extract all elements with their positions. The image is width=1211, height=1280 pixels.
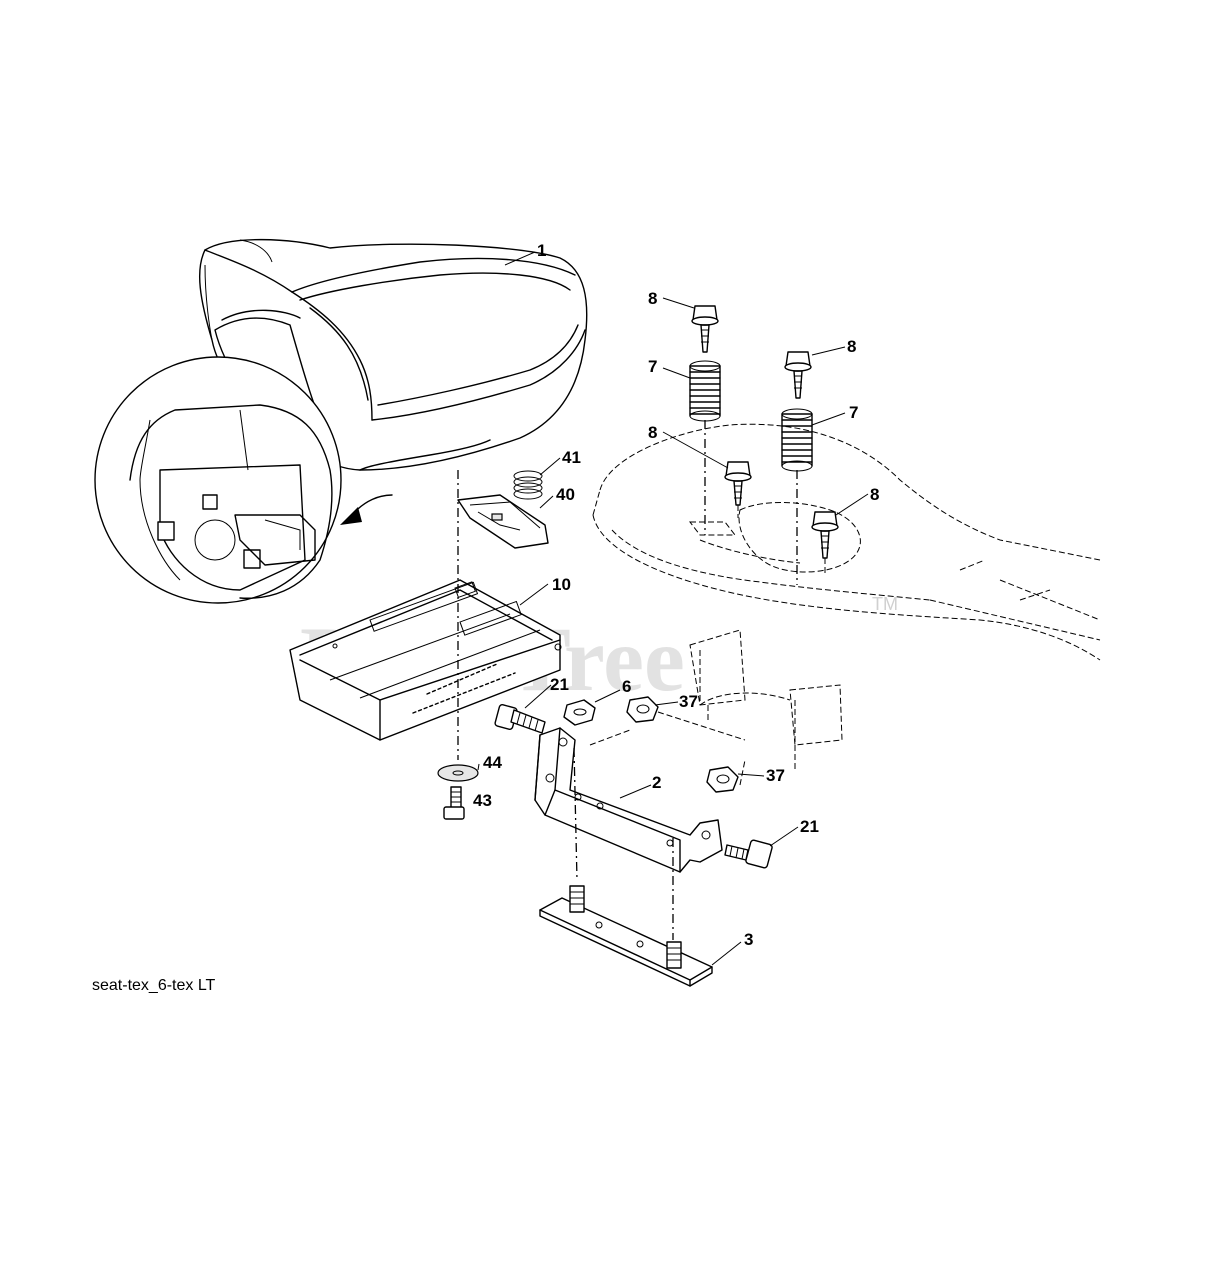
callout-bracket: 2 bbox=[652, 773, 661, 792]
callout-bolt-21-left: 21 bbox=[550, 675, 569, 694]
seat-pan bbox=[289, 579, 562, 741]
callout-nut-6: 6 bbox=[622, 677, 631, 696]
detail-magnifier bbox=[94, 356, 393, 604]
base-plate bbox=[539, 885, 713, 987]
callout-bolt-8-mid-left: 8 bbox=[648, 423, 657, 442]
diagram-caption: seat-tex_6-tex LT bbox=[92, 977, 216, 994]
callout-base-plate: 3 bbox=[744, 930, 753, 949]
leader-lines bbox=[477, 251, 869, 966]
callout-nut-37-bottom: 37 bbox=[766, 766, 785, 785]
bolt-43 bbox=[443, 786, 465, 820]
callout-bolt-21-right: 21 bbox=[800, 817, 819, 836]
nut-6 bbox=[563, 699, 596, 726]
bolt-8-mid-right bbox=[811, 511, 839, 573]
callout-bolt-8-mid-right: 8 bbox=[870, 485, 879, 504]
spring-7-right bbox=[781, 408, 813, 472]
watermark-trademark: TM bbox=[872, 594, 898, 614]
callout-bolt-8-top-left: 8 bbox=[648, 289, 657, 308]
callout-seat-pan: 10 bbox=[552, 575, 571, 594]
plate-axis-left bbox=[573, 747, 578, 881]
spring-41 bbox=[513, 470, 543, 500]
bolt-8-mid-left bbox=[724, 461, 752, 518]
callout-spring-41: 41 bbox=[562, 448, 581, 467]
clip-40 bbox=[457, 494, 549, 549]
spring-7-left bbox=[689, 360, 721, 422]
bolt-8-top-right bbox=[784, 351, 812, 399]
callout-spring-left: 7 bbox=[648, 357, 657, 376]
bolt-8-top-left bbox=[691, 305, 719, 353]
bolt-21-right bbox=[724, 839, 773, 869]
detail-arrow-head bbox=[340, 507, 362, 525]
bolt-21-left bbox=[494, 704, 546, 734]
callout-clip-40: 40 bbox=[556, 485, 575, 504]
nut-37-bottom bbox=[706, 766, 739, 793]
bracket bbox=[534, 727, 723, 873]
washer-44 bbox=[437, 764, 479, 782]
callout-seat: 1 bbox=[537, 241, 546, 260]
callout-nut-37-top: 37 bbox=[679, 692, 698, 711]
callout-spring-right: 7 bbox=[849, 403, 858, 422]
nut-alignment-lines bbox=[589, 711, 746, 786]
callout-bolt-8-top-right: 8 bbox=[847, 337, 856, 356]
tractor-frame-outline bbox=[592, 423, 1101, 770]
nut-37-top bbox=[626, 696, 659, 723]
callout-bolt-43: 43 bbox=[473, 791, 492, 810]
callout-washer-44: 44 bbox=[483, 753, 502, 772]
